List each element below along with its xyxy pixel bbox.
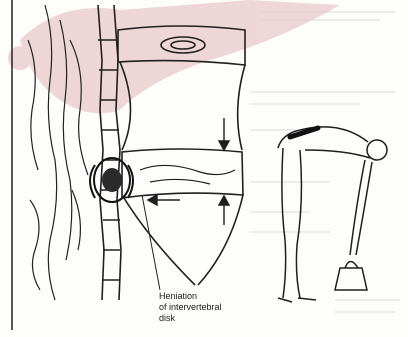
compression-arrows bbox=[148, 118, 229, 225]
caption-line-2: of intervertebral bbox=[159, 302, 279, 313]
bending-person-figure bbox=[278, 127, 387, 302]
caption-line-3: disk bbox=[159, 313, 279, 324]
caption-line-1: Heniation bbox=[159, 291, 279, 302]
watermark-logo bbox=[8, 0, 340, 113]
herniation-caption: Heniation of intervertebral disk bbox=[159, 291, 279, 324]
faded-background-text bbox=[250, 12, 400, 312]
herniated-disk bbox=[90, 158, 133, 202]
caption-leader-line bbox=[142, 195, 160, 290]
